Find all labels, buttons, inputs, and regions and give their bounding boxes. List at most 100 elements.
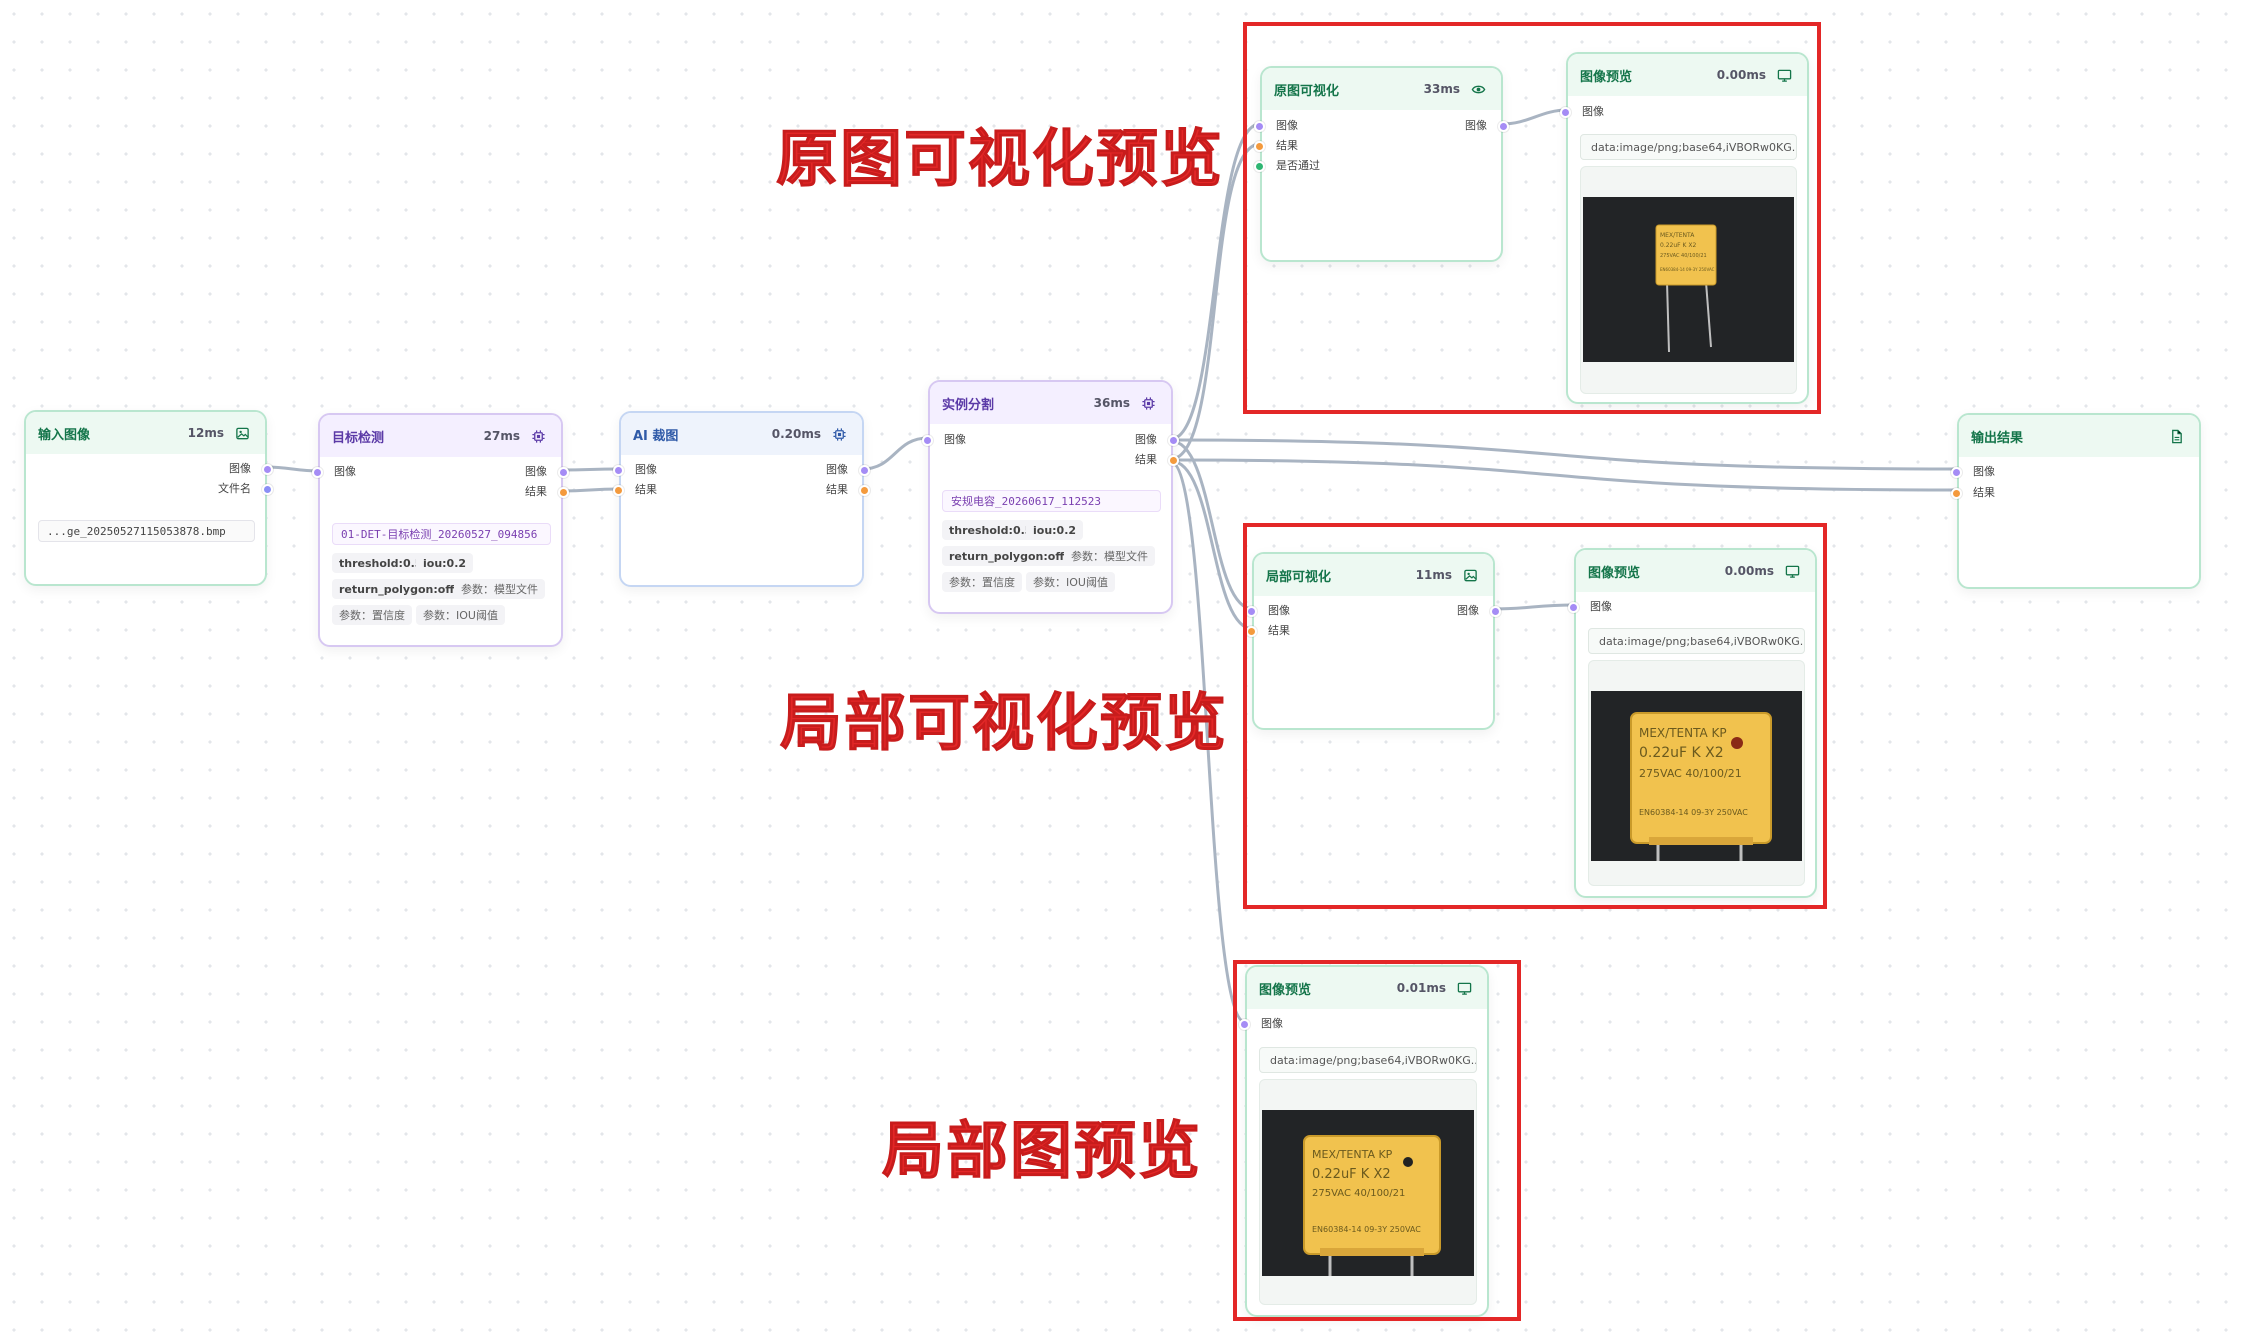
- port-in-image[interactable]: 图像: [1568, 600, 1612, 614]
- image-url-field[interactable]: data:image/png;base64,iVBORw0KG...: [1580, 134, 1797, 160]
- node-header[interactable]: 局部可视化 11ms: [1254, 554, 1493, 596]
- iou-tag[interactable]: iou:0.2: [1026, 520, 1084, 540]
- node-header[interactable]: 图像预览 0.00ms: [1568, 54, 1807, 96]
- capacitor-text-line4: EN60384-14 09-3Y 250VAC: [1660, 267, 1715, 272]
- port-in-image[interactable]: 图像: [1951, 465, 1995, 479]
- port-dot[interactable]: [1168, 435, 1179, 446]
- node-header[interactable]: 图像预览 0.00ms: [1576, 550, 1815, 592]
- port-dot[interactable]: [1246, 626, 1257, 637]
- node-original-visualization[interactable]: 原图可视化 33ms 图像 结果 是否通过 图像: [1254, 66, 1509, 262]
- port-dot[interactable]: [1951, 488, 1962, 499]
- edge-seg-output-image: [1169, 438, 1959, 471]
- model-field[interactable]: 安规电容_20260617_112523: [942, 490, 1161, 512]
- node-output-result[interactable]: 输出结果 图像 结果: [1951, 413, 2201, 589]
- port-out-result[interactable]: 结果: [525, 485, 569, 499]
- port-label: 图像: [1465, 119, 1487, 132]
- port-label: 图像: [1457, 604, 1479, 617]
- node-title: AI 裁图: [633, 428, 679, 444]
- node-instance-segmentation[interactable]: 实例分割 36ms 图像 图像 结果 安规电容_20260617_112523 …: [922, 380, 1179, 614]
- port-out-image[interactable]: 图像: [229, 462, 273, 476]
- param-iou-tag[interactable]: 参数：IOU阈值: [1026, 572, 1115, 592]
- port-dot[interactable]: [558, 487, 569, 498]
- port-in-image[interactable]: 图像: [1246, 604, 1290, 618]
- port-out-filename[interactable]: 文件名: [218, 482, 273, 496]
- node-time: 0.01ms: [1396, 981, 1446, 995]
- port-out-image[interactable]: 图像: [1465, 119, 1509, 133]
- port-dot[interactable]: [1560, 107, 1571, 118]
- param-conf-tag[interactable]: 参数：置信度: [332, 605, 412, 625]
- port-dot[interactable]: [1498, 121, 1509, 132]
- port-in-result[interactable]: 结果: [1246, 624, 1290, 638]
- node-header[interactable]: 输入图像 12ms: [26, 412, 265, 454]
- port-in-image[interactable]: 图像: [312, 465, 356, 479]
- capacitor-text-line3: 275VAC 40/100/21: [1660, 253, 1707, 259]
- port-label: 图像: [1276, 119, 1298, 132]
- port-dot[interactable]: [1490, 606, 1501, 617]
- capacitor-text-line1: MEX/TENTA KP: [1639, 726, 1727, 740]
- node-local-visualization[interactable]: 局部可视化 11ms 图像 结果 图像: [1246, 552, 1501, 730]
- edge-detect-crop-result: [559, 487, 621, 493]
- port-in-result[interactable]: 结果: [613, 483, 657, 497]
- port-in-image[interactable]: 图像: [613, 463, 657, 477]
- image-url-field[interactable]: data:image/png;base64,iVBORw0KG...: [1588, 628, 1805, 654]
- iou-tag[interactable]: iou:0.2: [416, 553, 474, 573]
- node-header[interactable]: 输出结果: [1959, 415, 2199, 457]
- port-dot[interactable]: [1254, 121, 1265, 132]
- node-header[interactable]: 实例分割 36ms: [930, 382, 1171, 424]
- node-image-preview-1[interactable]: 图像预览 0.00ms 图像 data:image/png;base64,iVB…: [1560, 52, 1809, 404]
- param-model-tag[interactable]: 参数：模型文件: [454, 579, 545, 599]
- port-label: 是否通过: [1276, 159, 1320, 172]
- port-dot[interactable]: [312, 467, 323, 478]
- port-dot[interactable]: [1254, 141, 1265, 152]
- capacitor-image-small: MEX/TENTA 0.22uF K X2 275VAC 40/100/21 E…: [1655, 224, 1717, 353]
- node-header[interactable]: 原图可视化 33ms: [1262, 68, 1501, 110]
- param-conf-tag[interactable]: 参数：置信度: [942, 572, 1022, 592]
- capacitor-text-line1: MEX/TENTA: [1660, 232, 1695, 239]
- port-in-image[interactable]: 图像: [1239, 1017, 1283, 1031]
- port-dot[interactable]: [613, 485, 624, 496]
- node-image-preview-3[interactable]: 图像预览 0.01ms 图像 data:image/png;base64,iVB…: [1239, 965, 1489, 1317]
- port-dot[interactable]: [262, 464, 273, 475]
- port-dot[interactable]: [1254, 161, 1265, 172]
- port-dot[interactable]: [859, 465, 870, 476]
- port-in-image[interactable]: 图像: [1560, 105, 1604, 119]
- port-in-image[interactable]: 图像: [922, 433, 966, 447]
- port-out-image[interactable]: 图像: [826, 463, 870, 477]
- node-header[interactable]: 目标检测 27ms: [320, 415, 561, 457]
- port-dot[interactable]: [1951, 467, 1962, 478]
- port-out-image[interactable]: 图像: [1457, 604, 1501, 618]
- port-dot[interactable]: [859, 485, 870, 496]
- polygon-tag[interactable]: return_polygon:off: [942, 546, 1072, 566]
- port-in-image[interactable]: 图像: [1254, 119, 1298, 133]
- port-in-result[interactable]: 结果: [1951, 486, 1995, 500]
- param-model-tag[interactable]: 参数：模型文件: [1064, 546, 1155, 566]
- port-dot[interactable]: [1239, 1019, 1250, 1030]
- image-url-field[interactable]: data:image/png;base64,iVBORw0KG...: [1259, 1047, 1477, 1073]
- model-field[interactable]: 01-DET-目标检测_20260527_094856: [332, 523, 551, 545]
- port-in-result[interactable]: 结果: [1254, 139, 1298, 153]
- node-header[interactable]: 图像预览 0.01ms: [1247, 967, 1487, 1009]
- node-ai-crop[interactable]: AI 裁图 0.20ms 图像 结果 图像 结果: [613, 411, 870, 587]
- node-input-image[interactable]: 输入图像 12ms 图像 文件名 ...ge_20250527115053878…: [24, 410, 273, 586]
- param-iou-tag[interactable]: 参数：IOU阈值: [416, 605, 505, 625]
- threshold-tag[interactable]: threshold:0.5: [332, 553, 430, 573]
- port-dot[interactable]: [1168, 455, 1179, 466]
- filename-field[interactable]: ...ge_20250527115053878.bmp: [38, 520, 255, 542]
- port-dot[interactable]: [1568, 602, 1579, 613]
- node-object-detection[interactable]: 目标检测 27ms 图像 图像 结果 01-DET-目标检测_20260527_…: [312, 413, 569, 647]
- port-in-pass[interactable]: 是否通过: [1254, 159, 1320, 173]
- node-header[interactable]: AI 裁图 0.20ms: [621, 413, 862, 455]
- port-dot[interactable]: [558, 467, 569, 478]
- port-out-result[interactable]: 结果: [826, 483, 870, 497]
- port-dot[interactable]: [922, 435, 933, 446]
- capacitor-text-line2: 0.22uF K X2: [1312, 1167, 1391, 1182]
- port-dot[interactable]: [1246, 606, 1257, 617]
- port-out-image[interactable]: 图像: [1135, 433, 1179, 447]
- port-out-image[interactable]: 图像: [525, 465, 569, 479]
- port-out-result[interactable]: 结果: [1135, 453, 1179, 467]
- threshold-tag[interactable]: threshold:0.5: [942, 520, 1040, 540]
- port-dot[interactable]: [262, 484, 273, 495]
- polygon-tag[interactable]: return_polygon:off: [332, 579, 462, 599]
- port-dot[interactable]: [613, 465, 624, 476]
- node-image-preview-2[interactable]: 图像预览 0.00ms 图像 data:image/png;base64,iVB…: [1568, 548, 1817, 898]
